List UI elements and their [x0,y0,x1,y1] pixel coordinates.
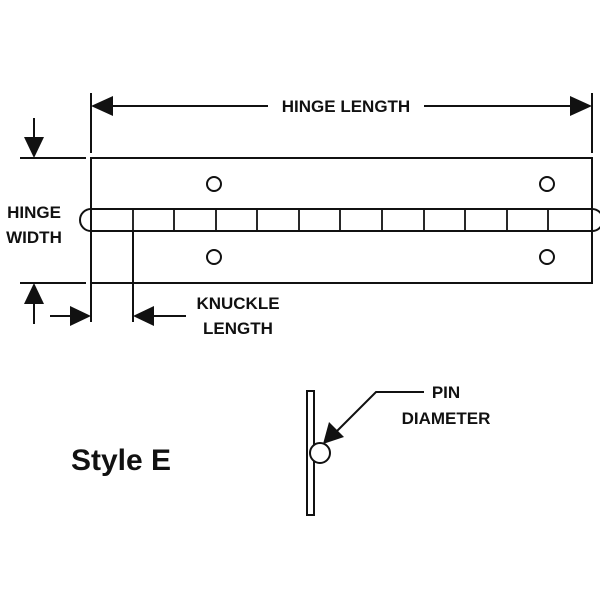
knuckle-length-dimension [50,232,186,326]
pin-end-left [79,208,92,232]
screw-hole-top-left [206,176,222,192]
pin-diameter-label-line1: PIN [432,383,460,402]
pin-diameter-label-line2: DIAMETER [402,409,491,428]
knuckle-length-label-line1: KNUCKLE [196,294,279,313]
hinge-side-view [306,390,331,516]
hinge-width-label-line1: HINGE [7,203,61,222]
hinge-width-dimension [20,118,86,324]
knuckle-length-label-line2: LENGTH [203,319,273,338]
hinge-length-label: HINGE LENGTH [282,97,410,116]
leader-arrowhead-icon [323,422,344,444]
arrowhead-down-icon [24,137,44,158]
hinge-plan-view [79,157,600,284]
pin-end-right [591,208,600,232]
arrowhead-right-icon [570,96,592,116]
side-view-pin [309,442,331,464]
leader-line [335,391,424,433]
screw-hole-bottom-right [539,249,555,265]
arrowhead-left-icon [133,306,154,326]
style-title: Style E [71,444,171,477]
screw-hole-top-right [539,176,555,192]
arrowhead-right-icon [70,306,91,326]
hinge-length-dimension [90,93,593,153]
pin-diameter-leader [323,391,424,444]
screw-hole-bottom-left [206,249,222,265]
arrowhead-up-icon [24,283,44,304]
knuckle-dividers [132,209,549,231]
arrowhead-left-icon [91,96,113,116]
hinge-leaf-outline [90,157,593,284]
hinge-width-label-line2: WIDTH [6,228,62,247]
